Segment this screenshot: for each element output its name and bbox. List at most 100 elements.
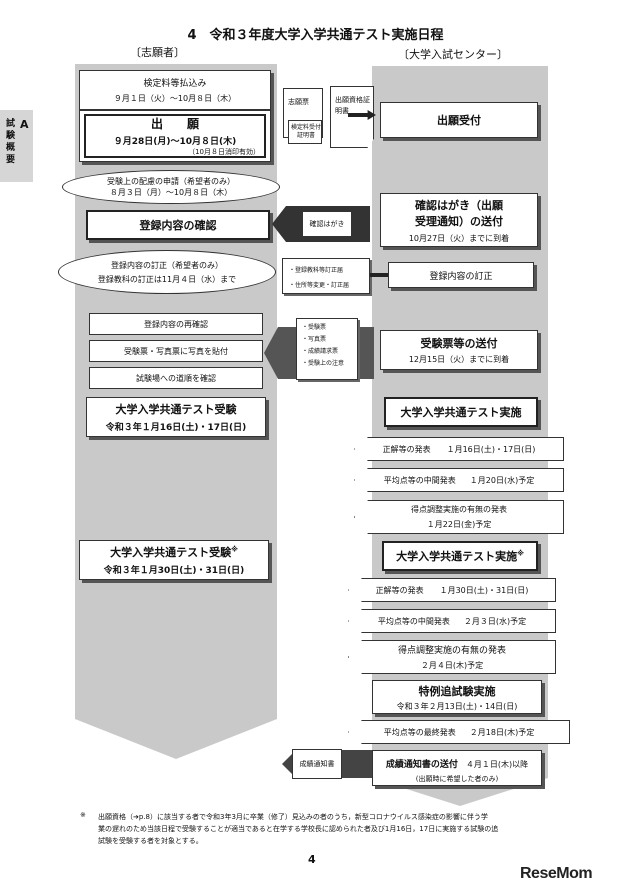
accommodation-date: ８月３日（月）～10月８日（木） [109, 188, 233, 197]
fee-payment-box: 検定料等払込み ９月１日（火）～10月８日（木） [79, 70, 271, 110]
exec2-label: 大学入学共通テスト実施 [396, 550, 518, 563]
photo-box: 受験票・写真票に写真を貼付 [89, 340, 263, 362]
teisei-document: ・登録教科等訂正届 ・住所等変更・訂正届 [282, 258, 370, 294]
postcard-box: 確認はがき（出願 受理通知）の送付 10月27日（火）までに到着 [380, 193, 538, 247]
special-exam-date: 令和３年２月13日(土)・14日(日) [396, 701, 518, 711]
route-box: 試験場への道順を確認 [89, 367, 263, 389]
results-note: (出願時に希望した者のみ) [415, 775, 499, 783]
route-label: 試験場への道順を確認 [136, 373, 216, 383]
juken-item: ・受験票 [302, 324, 327, 331]
footnote-mark: ※ [80, 811, 86, 819]
answers2-date: １月30日(土)・31日(日) [439, 585, 529, 595]
accommodation-title: 受験上の配慮の申請（希望者のみ） [107, 177, 235, 186]
postcard-deadline: 10月27日（火）までに到着 [408, 233, 510, 243]
kenteiryo-document: 検定料受付証明書 [288, 120, 322, 144]
results-date: ４月１日(木)以降 [465, 760, 529, 769]
adjustment2-callout: 得点調整実施の有無の発表 ２月４日(木)予定 [348, 640, 556, 674]
photo-label: 受験票・写真票に写真を貼付 [124, 346, 228, 356]
application-note: （10月８日消印有効） [188, 148, 260, 156]
center-correct-label: 登録内容の訂正 [429, 271, 493, 282]
average1-date: １月20日(水)予定 [469, 475, 535, 485]
application-box: 出 願 ９月28日(月)～10月８日(木) （10月８日消印有効） [79, 110, 271, 162]
adjustment1-date: １月22日(金)予定 [426, 520, 492, 529]
correction-deadline: 登録教科の訂正は11月４日（水）まで [97, 274, 237, 284]
fee-payment-date: ９月１日（火）～10月８日（木） [113, 94, 237, 103]
exam2-date: 令和３年１月30日(土)・31日(日) [103, 566, 245, 576]
ticket-title: 受験票等の送付 [420, 337, 498, 350]
results-label: 成績通知書の送付 [385, 760, 458, 770]
center-correct-box: 登録内容の訂正 [388, 262, 534, 288]
correction-title: 登録内容の訂正（希望者のみ） [111, 260, 223, 270]
side-tab-letter: A [20, 118, 29, 131]
side-tab-text: 試験概要 [6, 119, 16, 165]
footnote-line: 出願資格（➔p.8）に該当する者で令和3年3月に卒業（修了）見込みの者のうち，新… [98, 813, 488, 821]
fee-payment-title: 検定料等払込み [143, 79, 207, 89]
registration-confirm-box: 登録内容の確認 [86, 210, 270, 240]
page-number: 4 [308, 853, 316, 866]
exec2-mark: ※ [517, 549, 524, 558]
exam2-box: 大学入学共通テスト受験※ 令和３年１月30日(土)・31日(日) [79, 540, 269, 580]
special-exam-box: 特例追試験実施 令和３年２月13日(土)・14日(日) [372, 680, 542, 714]
results-box: 成績通知書の送付 ４月１日(木)以降 (出願時に希望した者のみ) [372, 750, 542, 786]
registration-confirm-label: 登録内容の確認 [139, 219, 217, 232]
application-inner: 出 願 ９月28日(月)～10月８日(木) （10月８日消印有効） [84, 114, 266, 158]
exec1-label: 大学入学共通テスト実施 [400, 406, 522, 419]
accommodation-ellipse: 受験上の配慮の申請（希望者のみ） ８月３日（月）～10月８日（木） [62, 170, 280, 204]
exam1-box: 大学入学共通テスト受験 令和３年１月16日(土)・17日(日) [86, 397, 266, 437]
side-tab: A 試験概要 [0, 110, 33, 182]
postcard-line1: 確認はがき（出願 [415, 198, 503, 212]
shiganhyo-label: 志願票 [288, 98, 309, 106]
seiseki-label: 成績通知書 [299, 760, 335, 768]
footnote: 出願資格（➔p.8）に該当する者で令和3年3月に卒業（修了）見込みの者のうち，新… [98, 811, 598, 847]
footnote-line: 業の遅れのため当該日程で受験することが適当であると在学する学校長に認められた者及… [98, 825, 499, 833]
average2-label: 平均点等の中間発表 [377, 616, 450, 626]
ticket-deadline: 12月15日（火）までに到着 [408, 355, 510, 364]
exec2-box: 大学入学共通テスト実施※ [382, 541, 538, 571]
answers2-callout: 正解等の発表 １月30日(土)・31日(日) [348, 578, 556, 602]
average2-date: ２月３日(水)予定 [463, 616, 527, 626]
answers2-label: 正解等の発表 [375, 585, 424, 595]
juken-item: ・写真票 [302, 336, 327, 343]
kenteiryo-label: 検定料受付証明書 [291, 124, 322, 139]
reconfirm-box: 登録内容の再確認 [89, 313, 263, 335]
exam2-mark: ※ [231, 545, 238, 554]
page-title: 4 令和３年度大学入学共通テスト実施日程 [187, 28, 444, 43]
adjustment2-date: ２月４日(木)予定 [420, 661, 484, 670]
resemom-logo: ReseMom [520, 865, 593, 882]
teisei-arrow [370, 270, 398, 280]
final-average-label: 平均点等の最終発表 [383, 727, 456, 737]
average1-label: 平均点等の中間発表 [383, 475, 456, 485]
teisei-item-2: ・住所等変更・訂正届 [289, 282, 350, 289]
exam1-title: 大学入学共通テスト受験 [115, 403, 237, 416]
accept-label: 出願受付 [437, 114, 481, 127]
final-average-date: ２月18日(木)予定 [469, 727, 535, 737]
juken-list: ・受験票 ・写真票 ・成績請求票 ・受験上の注意 [302, 322, 344, 370]
hagaki-label: 確認はがき [309, 220, 345, 228]
juken-item: ・成績請求票 [302, 348, 339, 355]
application-title: 出 願 [150, 117, 199, 131]
postcard-line2: 受理通知）の送付 [415, 214, 503, 228]
application-dates: ９月28日(月)～10月８日(木) [113, 137, 237, 147]
exec1-box: 大学入学共通テスト実施 [384, 397, 538, 427]
correction-ellipse: 登録内容の訂正（希望者のみ） 登録教科の訂正は11月４日（水）まで [58, 250, 276, 294]
average2-callout: 平均点等の中間発表 ２月３日(水)予定 [348, 609, 556, 633]
shikaku-label: 出願資格証明書 [335, 96, 370, 115]
adjustment2-label: 得点調整実施の有無の発表 [397, 646, 506, 656]
reconfirm-label: 登録内容の再確認 [144, 319, 208, 329]
center-header: 〔大学入試センター〕 [398, 48, 508, 61]
hagaki-document: 確認はがき [302, 211, 352, 237]
final-average-callout: 平均点等の最終発表 ２月18日(木)予定 [348, 720, 570, 744]
accept-box: 出願受付 [380, 102, 538, 138]
average1-callout: 平均点等の中間発表 １月20日(水)予定 [354, 468, 564, 492]
answers1-callout: 正解等の発表 １月16日(土)・17日(日) [354, 437, 564, 461]
juken-item: ・受験上の注意 [302, 360, 345, 367]
answers1-date: １月16日(土)・17日(日) [446, 444, 536, 454]
juken-document: ・受験票 ・写真票 ・成績請求票 ・受験上の注意 [296, 318, 358, 380]
exam1-date: 令和３年１月16日(土)・17日(日) [105, 423, 247, 433]
answers1-label: 正解等の発表 [382, 444, 431, 454]
ticket-box: 受験票等の送付 12月15日（火）までに到着 [380, 330, 538, 370]
application-arrow [348, 110, 376, 120]
footnote-line: 試験を受験する者を対象とする。 [98, 837, 203, 845]
special-exam-title: 特例追試験実施 [418, 684, 496, 698]
